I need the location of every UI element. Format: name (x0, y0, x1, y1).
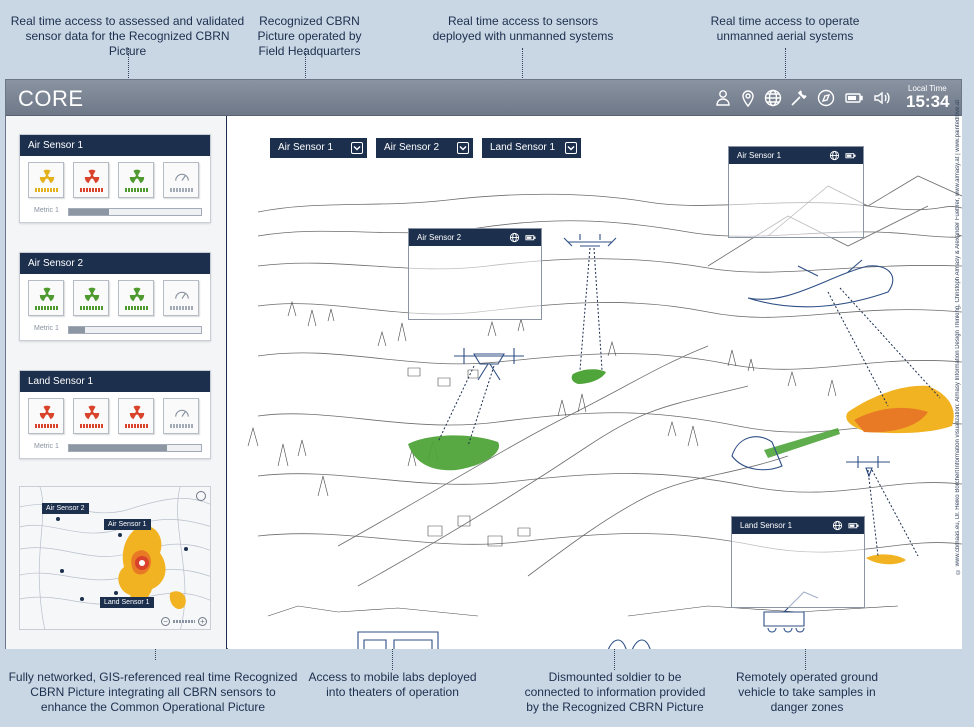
radiation-icon[interactable] (28, 398, 64, 434)
globe-icon[interactable] (509, 232, 520, 243)
battery-icon (844, 88, 864, 108)
caption-unmanned-sensors: Real time access to sensors deployed wit… (432, 14, 614, 43)
radiation-icon[interactable] (118, 398, 154, 434)
scene-frame-title: Air Sensor 1 (737, 151, 782, 160)
map-marker[interactable] (184, 547, 188, 551)
local-time-value: 15:34 (906, 92, 950, 111)
sensor-card-title: Air Sensor 1 (20, 135, 210, 156)
map-marker[interactable] (114, 591, 118, 595)
metric-bar-fill (69, 327, 85, 333)
caption-recognized-picture: Recognized CBRN Picture operated by Fiel… (257, 14, 362, 58)
person-icon[interactable] (713, 88, 733, 108)
sensor-links (437, 247, 941, 557)
sensor-selector-air-sensor-1[interactable]: Air Sensor 1 (270, 138, 367, 158)
ugv-sample-area (866, 554, 906, 565)
caption-gis-picture: Fully networked, GIS-referenced real tim… (8, 670, 298, 714)
sensor-card-land-sensor-1[interactable]: Land Sensor 1 Metric 1 (19, 370, 211, 459)
scene-frame-land-sensor-1[interactable]: Land Sensor 1 (731, 516, 865, 608)
map-marker[interactable] (118, 533, 122, 537)
map-contours (20, 487, 210, 629)
local-time-label: Local Time (908, 84, 947, 93)
sensor-card-air-sensor-1[interactable]: Air Sensor 1 Metric 1 (19, 134, 211, 223)
chevron-down-icon[interactable] (565, 142, 577, 154)
top-bar: CORE Local Time 15:34 (6, 80, 961, 116)
metric-label: Metric 1 (34, 207, 59, 214)
location-pin-icon[interactable] (738, 88, 758, 108)
credit-copyright-text: © www.cbrnaas.eu, Dr. Heiko Borchert (955, 470, 961, 575)
sensor-card-air-sensor-2[interactable]: Air Sensor 2 Metric 1 (19, 252, 211, 341)
gis-mini-map[interactable]: Air Sensor 2 Air Sensor 1 Land Sensor 1 … (19, 486, 211, 630)
sensor-selector-label: Air Sensor 2 (384, 142, 440, 153)
uav-scan-trail (764, 428, 840, 458)
gauge-icon[interactable] (163, 398, 199, 434)
wrench-icon[interactable] (789, 88, 809, 108)
radiation-icon[interactable] (73, 398, 109, 434)
metric-bar (68, 208, 202, 216)
sensor-selector-land-sensor-1[interactable]: Land Sensor 1 (482, 138, 581, 158)
caption-sensor-data: Real time access to assessed and validat… (10, 14, 245, 58)
zoom-in-icon[interactable]: + (198, 617, 207, 626)
gauge-icon[interactable] (163, 162, 199, 198)
caption-mobile-labs: Access to mobile labs deployed into thea… (308, 670, 477, 699)
core-application-window: CORE Local Time 15:34 Air Sensor 1 (5, 79, 962, 649)
scene-frame-air-sensor-2[interactable]: Air Sensor 2 (408, 228, 542, 320)
globe-icon[interactable] (763, 88, 783, 108)
core-logo: CORE (18, 86, 84, 111)
recognized-cbrn-picture-scene[interactable]: Air Sensor 1 Air Sensor 2 Land Sensor 1 … (228, 116, 962, 649)
scene-frame-title: Land Sensor 1 (740, 521, 793, 530)
sensor-panel: Air Sensor 1 Metric 1 Air Sensor 2 Me (6, 116, 227, 649)
metric-bar-fill (69, 209, 109, 215)
map-marker[interactable] (56, 517, 60, 521)
globe-icon[interactable] (832, 520, 843, 531)
zoom-out-icon[interactable]: − (161, 617, 170, 626)
radiation-icon[interactable] (73, 162, 109, 198)
map-marker[interactable] (60, 569, 64, 573)
chevron-down-icon[interactable] (457, 142, 469, 154)
metric-bar (68, 444, 202, 452)
metric-label: Metric 1 (34, 443, 59, 450)
map-label-air-sensor-1[interactable]: Air Sensor 1 (104, 519, 151, 530)
zoom-slider[interactable] (173, 620, 195, 623)
map-label-land-sensor-1[interactable]: Land Sensor 1 (100, 597, 154, 608)
speaker-icon[interactable] (872, 88, 892, 108)
credit-copyright: © www.cbrnaas.eu, Dr. Heiko Borchert (955, 470, 971, 650)
chevron-down-icon[interactable] (351, 142, 363, 154)
metric-bar (68, 326, 202, 334)
sensor-selector-label: Land Sensor 1 (490, 142, 556, 153)
compass-icon[interactable] (196, 491, 206, 501)
scene-frame-air-sensor-1[interactable]: Air Sensor 1 (728, 146, 864, 238)
landscape-illustration (247, 175, 962, 649)
radiation-icon[interactable] (28, 280, 64, 316)
map-label-air-sensor-2[interactable]: Air Sensor 2 (42, 503, 89, 514)
globe-icon[interactable] (829, 150, 840, 161)
sensor-selector-label: Air Sensor 1 (278, 142, 334, 153)
sensor-card-title: Air Sensor 2 (20, 253, 210, 274)
credit-infovis-text: Information visualization: Almasy Inform… (955, 100, 961, 470)
credit-infovis: Information visualization: Almasy Inform… (955, 100, 971, 469)
sensor-card-title: Land Sensor 1 (20, 371, 210, 392)
unmanned-systems-drawings (357, 234, 894, 649)
scene-frame-title: Air Sensor 2 (417, 233, 462, 242)
gauge-icon[interactable] (163, 280, 199, 316)
sensor-selector-air-sensor-2[interactable]: Air Sensor 2 (376, 138, 473, 158)
compass-icon[interactable] (816, 88, 836, 108)
caption-ground-vehicle: Remotely operated ground vehicle to take… (735, 670, 879, 714)
map-marker[interactable] (80, 597, 84, 601)
caption-dismounted-soldier: Dismounted soldier to be connected to in… (524, 670, 706, 714)
metric-label: Metric 1 (34, 325, 59, 332)
battery-icon (845, 150, 856, 161)
radiation-icon[interactable] (73, 280, 109, 316)
radiation-icon[interactable] (118, 162, 154, 198)
caption-operate-uas: Real time access to operate unmanned aer… (710, 14, 860, 43)
metric-bar-fill (69, 445, 167, 451)
battery-icon (848, 520, 859, 531)
radiation-icon[interactable] (28, 162, 64, 198)
radiation-icon[interactable] (118, 280, 154, 316)
contamination-area-green (408, 435, 500, 471)
contamination-area-orange (854, 407, 928, 433)
contamination-area-green-small (571, 369, 606, 384)
battery-icon (525, 232, 536, 243)
